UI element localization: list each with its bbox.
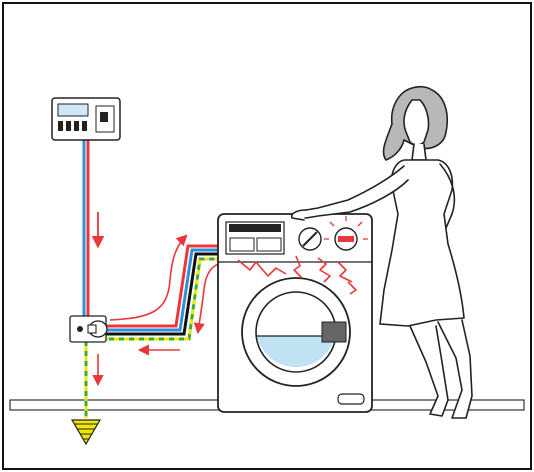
distribution-board-icon bbox=[51, 97, 121, 141]
warning-dial-icon bbox=[324, 216, 368, 251]
supply-cable bbox=[82, 140, 90, 318]
socket-plug-icon bbox=[69, 315, 108, 343]
ground-earth-icon bbox=[70, 419, 102, 446]
washing-machine-icon bbox=[217, 213, 373, 413]
current-flow-arrow-icon bbox=[109, 234, 188, 321]
leak-spark-icon bbox=[237, 255, 357, 295]
woman-figure bbox=[290, 85, 473, 419]
